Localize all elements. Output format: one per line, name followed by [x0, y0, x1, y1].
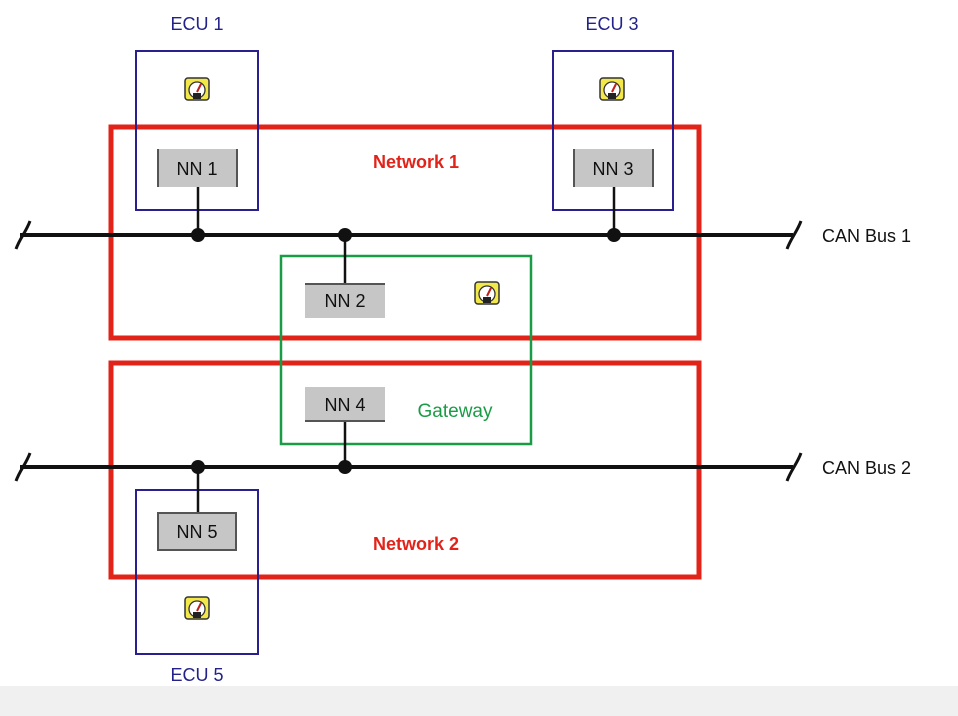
ecu-1-label: ECU 1 [170, 14, 223, 34]
ecu-1-gauge-icon [184, 77, 210, 101]
node-nn3: NN 3 [573, 149, 654, 187]
gateway-box [279, 254, 533, 446]
network-2-box [108, 360, 702, 580]
bus-1-junction-nn3 [607, 228, 621, 242]
bus-2-junction-nn4 [338, 460, 352, 474]
network-1-label: Network 1 [373, 152, 459, 172]
gateway-gauge-icon [474, 281, 500, 305]
node-nn5: NN 5 [157, 512, 237, 551]
can-bus-2-label: CAN Bus 2 [822, 458, 911, 478]
node-nn1: NN 1 [157, 149, 238, 187]
node-nn2: NN 2 [305, 283, 385, 318]
node-nn4: NN 4 [305, 387, 385, 422]
node-nn5-label: NN 5 [176, 522, 217, 542]
node-nn4-label: NN 4 [324, 395, 365, 415]
ecu-5-label: ECU 5 [170, 665, 223, 685]
bus-2-junction-nn5 [191, 460, 205, 474]
can-bus-2-left-end [14, 452, 32, 482]
node-nn1-label: NN 1 [176, 159, 217, 179]
network-1-box [108, 124, 702, 341]
ecu-5-gauge-icon [184, 596, 210, 620]
can-bus-1-left-end [14, 220, 32, 250]
node-nn3-label: NN 3 [592, 159, 633, 179]
gateway-label: Gateway [418, 401, 493, 422]
footer-band [0, 686, 958, 716]
can-bus-2-right-end [785, 452, 803, 482]
ecu-3-gauge-icon [599, 77, 625, 101]
network-2-label: Network 2 [373, 534, 459, 554]
node-nn2-label: NN 2 [324, 291, 365, 311]
ecu-3-label: ECU 3 [585, 14, 638, 34]
can-bus-1-label: CAN Bus 1 [822, 226, 911, 246]
can-bus-1-right-end [785, 220, 803, 250]
bus-1-junction-nn1 [191, 228, 205, 242]
bus-1-junction-nn2 [338, 228, 352, 242]
